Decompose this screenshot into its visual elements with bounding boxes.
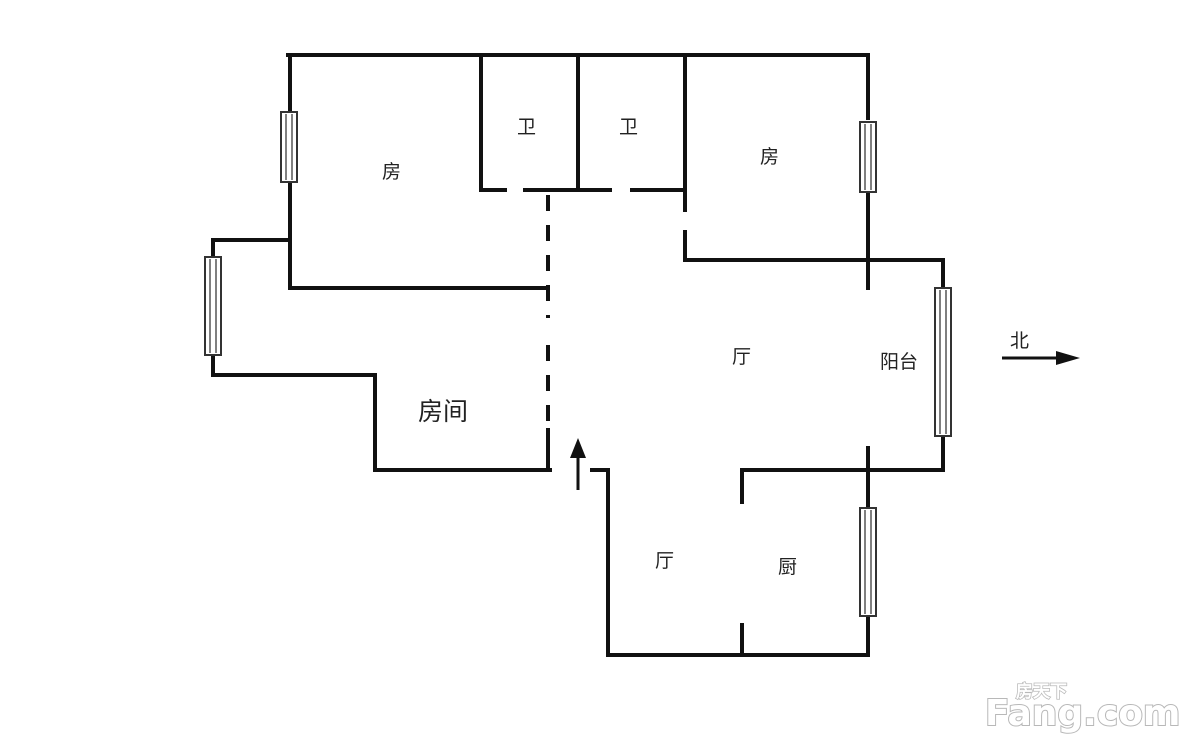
windows <box>204 111 952 617</box>
watermark: 房天下 Fang.com <box>984 680 1180 735</box>
window-left <box>204 256 222 356</box>
north-arrow-icon <box>1002 351 1080 365</box>
label-kitchen: 厨 <box>778 556 797 578</box>
label-balcony: 阳台 <box>880 351 918 373</box>
window-kitchen <box>859 507 877 617</box>
label-bedroom-top-left: 房 <box>382 161 401 183</box>
north-label: 北 <box>1010 330 1029 352</box>
window-top-right <box>859 121 877 193</box>
label-bathroom-right: 卫 <box>619 116 638 138</box>
watermark-brand-cn: 房天下 <box>1016 681 1067 702</box>
walls <box>211 53 945 657</box>
label-bedroom-top-right: 房 <box>760 146 779 168</box>
label-living-room: 厅 <box>732 346 751 368</box>
window-top-left <box>280 111 298 183</box>
window-balcony <box>934 287 952 437</box>
watermark-brand-en: Fang.com <box>985 693 1180 734</box>
label-dining-hall: 厅 <box>655 550 674 572</box>
compass: 北 <box>1002 330 1080 365</box>
room-labels: 房 卫 卫 房 厅 阳台 房间 厅 厨 <box>382 116 918 578</box>
entrance-arrow <box>570 438 586 490</box>
label-room-large: 房间 <box>418 397 468 426</box>
label-bathroom-left: 卫 <box>517 116 536 138</box>
